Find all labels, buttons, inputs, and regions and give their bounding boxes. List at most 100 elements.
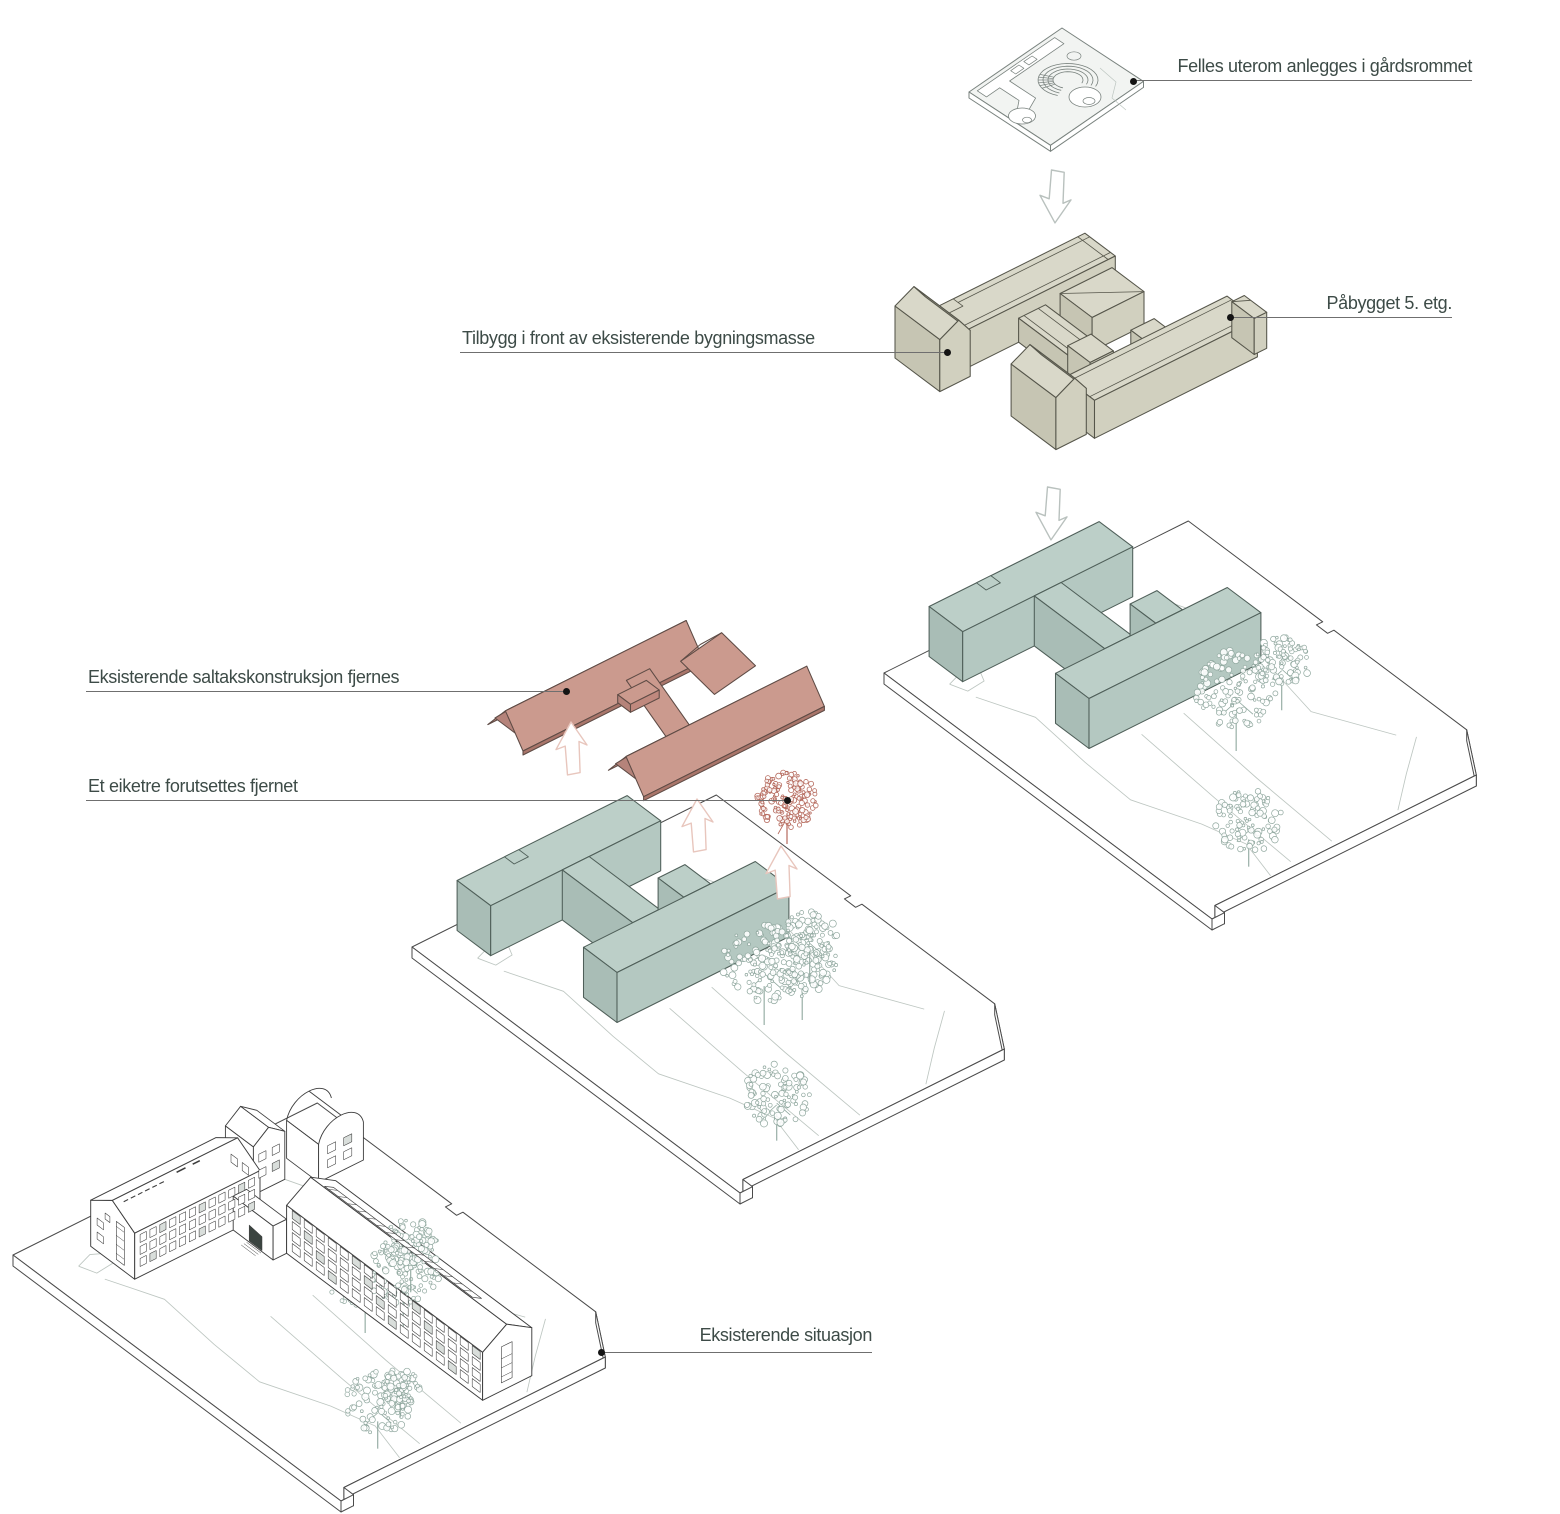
face [208,1208,216,1221]
line [711,986,861,1116]
face [169,1240,177,1252]
new-building-massing [928,521,1262,750]
face [423,1331,433,1346]
face [327,1259,337,1274]
label-tilbygg: Tilbygg i front av eksisterende bygnings… [462,328,815,348]
face [435,1329,445,1344]
face [411,1322,421,1337]
face [351,1266,361,1281]
face [291,1232,301,1247]
edge [328,1189,338,1191]
existing-situation-model [12,1087,606,1513]
edge [386,1232,396,1234]
face [327,1237,337,1252]
edge [434,1268,444,1270]
line [1141,733,1291,863]
face [501,1341,513,1384]
face [315,1228,325,1243]
edge [286,1119,319,1145]
line [1099,67,1127,111]
face [179,1211,186,1224]
face [976,575,1001,591]
edge [241,1244,256,1257]
line [1183,712,1333,842]
face [459,1369,469,1384]
face [423,1309,433,1324]
face [159,1245,167,1257]
face [315,1250,325,1265]
edge [1068,299,1232,382]
addition-massing-beige [894,232,1268,451]
face [248,1177,255,1189]
label-pabygget-5-etg: Påbygget 5. etg. [1326,293,1453,313]
face [339,1246,349,1261]
face [104,1212,111,1223]
face [303,1241,313,1256]
face [681,798,714,853]
face [387,1282,397,1297]
face [248,1224,263,1251]
face [363,1297,373,1312]
line [975,696,1271,876]
face [555,721,588,776]
face [324,1185,482,1299]
face [1050,80,1144,152]
face [218,1191,226,1204]
face [291,1221,301,1236]
edge [366,1217,376,1220]
face [883,672,1213,931]
face [435,1318,445,1333]
face [149,1238,157,1250]
face [315,1239,325,1254]
leader-line [601,1352,872,1354]
up-arrow-icon [555,721,588,776]
leader-dot-icon [563,688,570,695]
face [228,1210,236,1223]
edge [941,236,1090,311]
face [351,1277,361,1292]
face [327,1155,336,1169]
face [1023,55,1038,66]
face [252,1126,286,1196]
face [629,689,660,713]
face [643,705,825,802]
face [149,1250,157,1262]
face [387,1304,397,1319]
face [1035,486,1068,541]
face [351,1255,361,1270]
edge [116,1244,125,1251]
edge [176,1167,186,1174]
face [208,1220,216,1233]
leader-line [1133,80,1472,82]
leader-dot-icon [784,797,791,804]
face [315,1261,325,1276]
face [327,1270,337,1285]
face [272,1218,288,1261]
edge [501,1353,513,1360]
face [327,1141,336,1155]
label-felles-uterom: Felles uterom anlegges i gårdsrommet [1177,56,1472,76]
face [447,1360,457,1375]
face [765,845,798,900]
leader-line [1230,317,1452,319]
face [411,1333,421,1348]
face [228,1186,236,1199]
face [351,1288,361,1303]
edge [453,1282,463,1285]
face [96,1217,104,1231]
edge [395,1239,405,1242]
face [363,1286,373,1301]
face [399,1302,409,1317]
edge [116,1235,125,1242]
face [339,1279,349,1294]
edge [116,1226,125,1233]
face [241,1162,249,1176]
face [96,1231,104,1245]
edge [152,1184,158,1188]
leader-dot-icon [944,349,951,356]
face [883,520,1477,920]
face [399,1291,409,1306]
red-oak-tree [754,769,819,844]
tree-icon [380,1218,439,1293]
face [459,1336,469,1351]
